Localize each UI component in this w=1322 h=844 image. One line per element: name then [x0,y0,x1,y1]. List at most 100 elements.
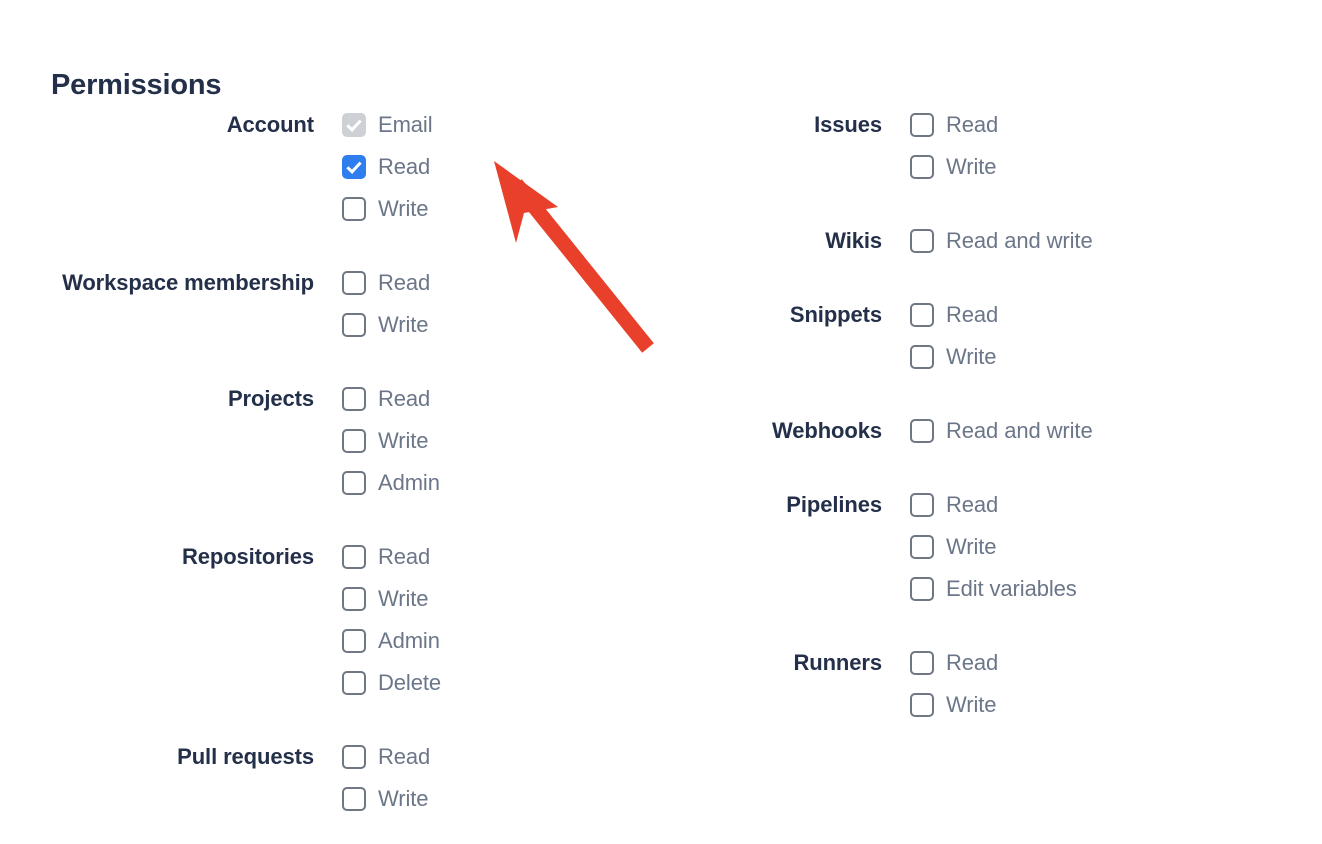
permission-options: Read and write [910,410,1093,452]
permission-option-row[interactable]: Read and write [910,410,1093,452]
permission-option-label[interactable]: Read [378,270,431,295]
page-title: Permissions [51,69,222,102]
permission-option-label[interactable]: Email [378,112,433,137]
permission-group-label: Account [226,112,314,137]
permission-option-label[interactable]: Delete [378,670,441,695]
permission-option-row[interactable]: Delete [342,662,441,704]
permission-option-row[interactable]: Admin [342,462,440,504]
permission-option-label[interactable]: Write [946,344,997,369]
permission-option-row[interactable]: Read [910,294,998,336]
checkbox-unchecked[interactable] [342,587,366,611]
permission-option-row[interactable]: Read [342,146,433,188]
permission-option-label[interactable]: Write [946,534,997,559]
permission-option-row[interactable]: Write [910,526,1077,568]
checkbox-unchecked[interactable] [342,313,366,337]
checkbox-disabled-checked [342,113,366,137]
permission-option-label[interactable]: Edit variables [946,576,1077,601]
permission-option-label[interactable]: Read and write [946,418,1093,443]
checkbox-unchecked[interactable] [910,493,934,517]
checkbox-checked[interactable] [342,155,366,179]
permission-option-row[interactable]: Write [342,188,433,230]
permission-option-label[interactable]: Write [378,586,429,611]
permission-option-label[interactable]: Read [378,744,431,769]
permission-option-row[interactable]: Read [342,262,430,304]
permission-option-row[interactable]: Read and write [910,220,1093,262]
permission-option-label[interactable]: Write [946,154,997,179]
permission-group: Wikis Read and write [568,220,1268,262]
permission-option-label[interactable]: Write [378,428,429,453]
permission-group-label: Snippets [789,302,882,327]
permission-group-label: Projects [227,386,314,411]
checkbox-unchecked[interactable] [342,429,366,453]
permission-option-label[interactable]: Write [378,786,429,811]
permission-group-label: Wikis [825,228,882,253]
permission-group-label: Repositories [181,544,314,569]
permission-option-label[interactable]: Read [946,650,999,675]
permission-option-label[interactable]: Write [378,196,429,221]
checkbox-unchecked[interactable] [910,693,934,717]
permission-option-label[interactable]: Write [378,312,429,337]
permission-group-label: Webhooks [771,418,882,443]
permission-options: Read and write [910,220,1093,262]
permission-option-row[interactable]: Write [342,578,441,620]
checkbox-unchecked[interactable] [342,671,366,695]
permission-option-row[interactable]: Write [342,778,430,820]
permission-option-row[interactable]: Read [910,484,1077,526]
permission-option-row[interactable]: Read [342,536,441,578]
permission-group-label: Workspace membership [62,270,314,295]
permission-option-row[interactable]: Write [910,146,998,188]
permission-option-label[interactable]: Read [946,302,999,327]
checkbox-unchecked[interactable] [910,113,934,137]
permission-option-label[interactable]: Admin [378,470,440,495]
checkbox-unchecked[interactable] [910,535,934,559]
checkbox-unchecked[interactable] [342,745,366,769]
permission-option-row[interactable]: Read [342,736,430,778]
permission-option-row[interactable]: Write [342,304,430,346]
checkbox-unchecked[interactable] [910,419,934,443]
permission-option-label[interactable]: Admin [378,628,440,653]
permission-option-row[interactable]: Write [910,336,998,378]
permission-option-label[interactable]: Read [946,112,999,137]
checkbox-unchecked[interactable] [910,155,934,179]
permission-option-label[interactable]: Read and write [946,228,1093,253]
permission-option-row[interactable]: Email [342,104,433,146]
permission-group-label: Runners [793,650,882,675]
checkbox-unchecked[interactable] [342,387,366,411]
checkbox-unchecked[interactable] [342,787,366,811]
checkbox-unchecked[interactable] [342,629,366,653]
permission-option-label[interactable]: Read [378,154,431,179]
permission-group-label: Pipelines [786,492,882,517]
permission-option-label[interactable]: Write [946,692,997,717]
permission-option-row[interactable]: Admin [342,620,441,662]
checkbox-unchecked[interactable] [342,471,366,495]
checkbox-unchecked[interactable] [910,577,934,601]
checkbox-unchecked[interactable] [342,271,366,295]
permission-option-row[interactable]: Read [910,104,998,146]
permission-option-row[interactable]: Read [342,378,440,420]
permission-option-row[interactable]: Write [342,420,440,462]
checkbox-unchecked[interactable] [342,197,366,221]
permission-option-label[interactable]: Read [378,544,431,569]
checkbox-unchecked[interactable] [342,545,366,569]
checkbox-unchecked[interactable] [910,229,934,253]
permission-option-row[interactable]: Edit variables [910,568,1077,610]
permission-group-label: Issues [814,112,882,137]
permission-option-label[interactable]: Read [378,386,431,411]
checkbox-unchecked[interactable] [910,651,934,675]
permission-option-row[interactable]: Write [910,684,998,726]
permission-option-row[interactable]: Read [910,642,998,684]
permission-option-label[interactable]: Read [946,492,999,517]
checkbox-unchecked[interactable] [910,345,934,369]
checkbox-unchecked[interactable] [910,303,934,327]
